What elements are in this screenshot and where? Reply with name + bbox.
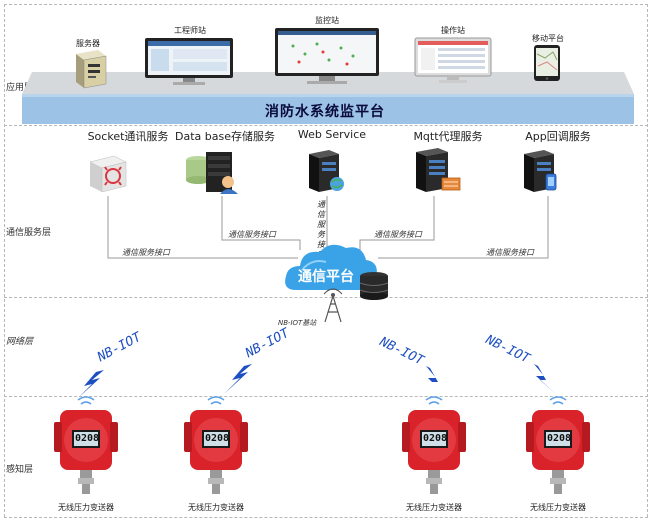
interface-label-app: 通信服务接口 <box>486 248 534 257</box>
pressure-sensor-icon <box>526 396 590 494</box>
sensor-label-1: 无线压力变送器 <box>58 503 114 512</box>
sensor-label-4: 无线压力变送器 <box>530 503 586 512</box>
web-service-icon <box>309 150 344 192</box>
layer-left-border <box>4 4 5 517</box>
operator-station-icon <box>414 37 492 83</box>
lightning-bolt-icon-4 <box>534 364 556 394</box>
sensor-label-3: 无线压力变送器 <box>406 503 462 512</box>
sensor-1: 0208 <box>50 394 122 500</box>
server-label: 服务器 <box>76 39 100 48</box>
monitor-station-icon <box>275 28 379 84</box>
nb-station-label: NB-IOT基站 <box>278 319 317 327</box>
layer-divider-comm-net <box>4 297 648 298</box>
layer-label-application: 应用层 <box>6 83 34 93</box>
layer-divider-net-perc <box>4 396 648 397</box>
lightning-bolt-icon-1 <box>78 370 104 398</box>
server-tower-icon <box>76 50 107 89</box>
service-label-socket: Socket通讯服务 <box>87 130 169 143</box>
service-label-mqtt: Mqtt代理服务 <box>413 130 483 143</box>
mobile-label: 移动平台 <box>532 34 564 43</box>
interface-label-database: 通信服务接口 <box>228 230 276 239</box>
cloud-platform-label: 通信平台 <box>298 269 354 285</box>
sensor-display: 0208 <box>423 433 448 444</box>
interface-label-socket: 通信服务接口 <box>122 248 170 257</box>
line-socket <box>107 196 298 259</box>
mobile-tablet-icon <box>534 45 560 81</box>
layer-label-network: 网络层 <box>6 337 34 347</box>
nb-iot-tower-icon <box>323 288 343 323</box>
line-app <box>378 196 549 259</box>
pressure-sensor-icon <box>54 396 118 494</box>
sensor-4: 0208 <box>522 394 594 500</box>
cloud-platform-icon <box>285 244 389 300</box>
layer-divider-app-comm <box>4 125 648 126</box>
engineer-label: 工程师站 <box>174 26 206 35</box>
sensor-display: 0208 <box>547 433 572 444</box>
lightning-bolt-icon-2 <box>224 364 252 394</box>
sensor-2: 0208 <box>180 394 252 500</box>
pressure-sensor-icon <box>402 396 466 494</box>
sensor-display: 0208 <box>205 433 230 444</box>
socket-service-icon <box>89 155 127 193</box>
line-mqtt <box>359 196 435 250</box>
layer-label-perception: 感知层 <box>6 465 34 475</box>
sensor-3: 0208 <box>398 394 470 500</box>
interface-label-mqtt: 通信服务接口 <box>374 230 422 239</box>
app-service-icon <box>524 150 557 192</box>
service-label-app: App回调服务 <box>525 130 591 143</box>
service-label-database: Data base存储服务 <box>175 130 275 143</box>
lightning-bolt-icon-3 <box>426 366 446 396</box>
line-database <box>221 196 301 250</box>
pressure-sensor-icon <box>184 396 248 494</box>
platform-title: 消防水系统监平台 <box>265 104 385 120</box>
database-service-icon <box>186 152 238 194</box>
engineer-monitor-icon <box>145 38 233 85</box>
layer-bottom-border <box>4 517 648 518</box>
sensor-label-2: 无线压力变送器 <box>188 503 244 512</box>
layer-label-communication: 通信服务层 <box>6 228 52 238</box>
sensor-display: 0208 <box>75 433 100 444</box>
service-label-web: Web Service <box>297 128 367 141</box>
monitor-label: 监控站 <box>315 16 339 25</box>
mqtt-service-icon <box>416 148 461 192</box>
operator-label: 操作站 <box>441 26 465 35</box>
layer-top-border <box>4 4 648 5</box>
layer-right-border <box>647 4 648 517</box>
